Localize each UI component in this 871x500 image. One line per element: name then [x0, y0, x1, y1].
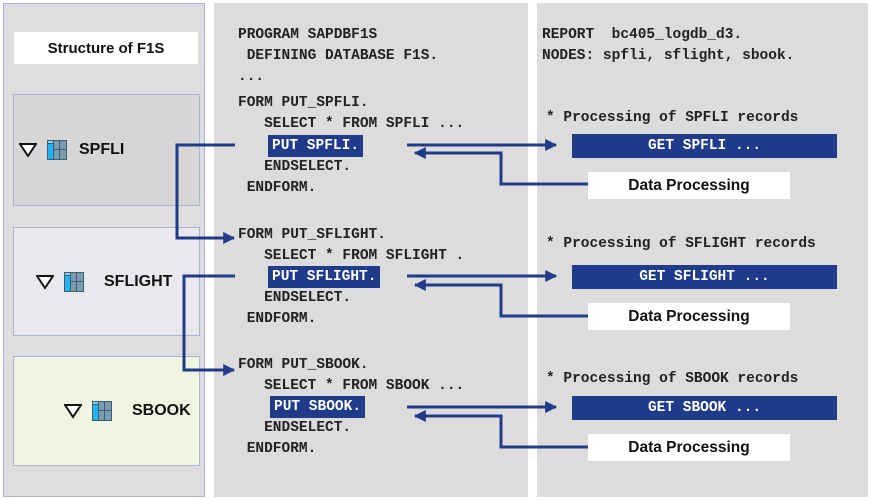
node-label: SBOOK — [132, 402, 191, 419]
data-processing-box: Data Processing — [588, 172, 790, 199]
table-icon — [92, 401, 112, 421]
structure-node-spfli[interactable]: SPFLI — [13, 94, 200, 206]
collapse-triangle-icon[interactable] — [64, 403, 82, 419]
code-select-line: SELECT * FROM SFLIGHT . — [238, 248, 465, 264]
get-event-bar: GET SPFLI ... — [572, 134, 837, 158]
get-event-bar: GET SBOOK ... — [572, 396, 837, 420]
code-endselect-line: ENDSELECT. — [238, 159, 352, 175]
code-program-line: PROGRAM SAPDBF1S — [238, 27, 378, 43]
code-form-line: FORM PUT_SFLIGHT. — [238, 227, 386, 243]
code-form-line: FORM PUT_SBOOK. — [238, 357, 369, 373]
get-event-bar: GET SFLIGHT ... — [572, 265, 837, 289]
code-endselect-line: ENDSELECT. — [238, 420, 352, 436]
collapse-triangle-icon[interactable] — [19, 142, 37, 158]
code-form-line: FORM PUT_SPFLI. — [238, 95, 369, 111]
code-ellipsis-line: ... — [238, 69, 265, 85]
collapse-triangle-icon[interactable] — [36, 274, 54, 290]
table-icon — [47, 140, 67, 160]
code-endform-line: ENDFORM. — [238, 441, 317, 457]
code-nodes-line: NODES: spfli, sflight, sbook. — [542, 48, 795, 64]
code-select-line: SELECT * FROM SPFLI ... — [238, 116, 465, 132]
processing-comment: * Processing of SFLIGHT records — [546, 236, 816, 252]
code-endform-line: ENDFORM. — [238, 180, 317, 196]
processing-comment: * Processing of SBOOK records — [546, 371, 799, 387]
node-label: SPFLI — [79, 141, 125, 158]
put-statement-highlight: PUT SFLIGHT. — [268, 266, 381, 288]
table-icon — [64, 271, 84, 292]
node-label: SFLIGHT — [104, 272, 173, 290]
code-endform-line: ENDFORM. — [238, 311, 317, 327]
data-processing-box: Data Processing — [588, 303, 790, 330]
processing-comment: * Processing of SPFLI records — [546, 110, 799, 126]
data-processing-box: Data Processing — [588, 434, 790, 461]
code-defining-line: DEFINING DATABASE F1S. — [238, 48, 439, 64]
code-endselect-line: ENDSELECT. — [238, 290, 352, 306]
code-report-line: REPORT bc405_logdb_d3. — [542, 27, 743, 43]
put-statement-highlight: PUT SPFLI. — [268, 135, 364, 157]
structure-node-sflight[interactable]: SFLIGHT — [13, 227, 200, 336]
code-select-line: SELECT * FROM SBOOK ... — [238, 378, 465, 394]
structure-title: Structure of F1S — [14, 32, 198, 64]
structure-node-sbook[interactable]: SBOOK — [13, 356, 200, 466]
put-statement-highlight: PUT SBOOK. — [270, 396, 366, 418]
